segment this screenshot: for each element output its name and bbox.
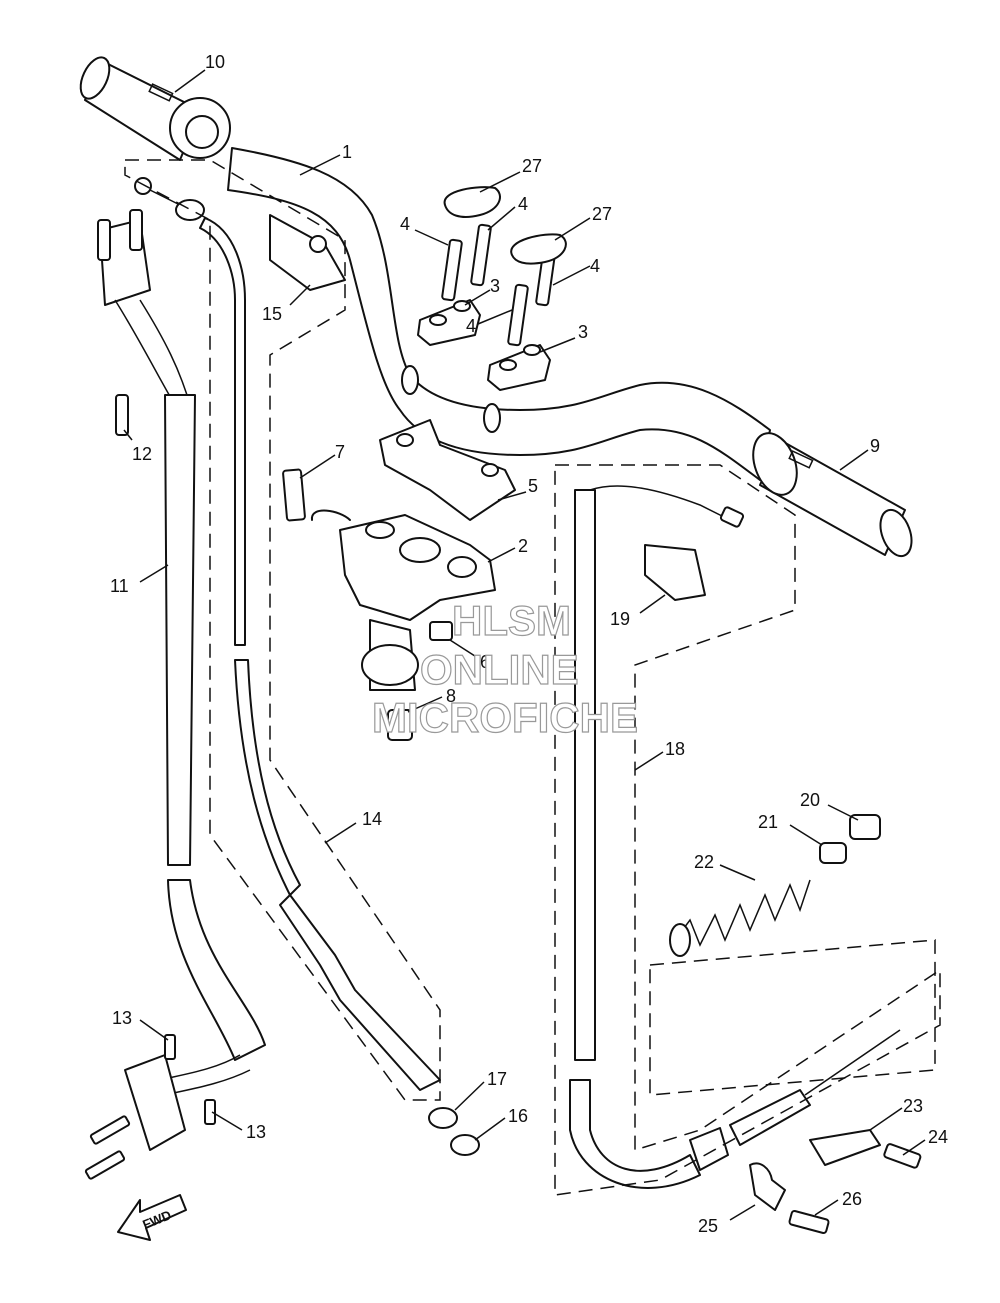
handlebar xyxy=(227,147,771,481)
watermark-line3: MICROFICHE xyxy=(372,694,638,741)
callout-17: 17 xyxy=(487,1069,507,1089)
holder-bolts xyxy=(441,223,557,347)
callout-23: 23 xyxy=(903,1096,923,1116)
holder-caps xyxy=(443,186,567,265)
callout-1: 1 xyxy=(342,142,352,162)
crown-nut-bolt xyxy=(282,468,453,741)
callout-4-a: 4 xyxy=(518,194,528,214)
callout-19: 19 xyxy=(610,609,630,629)
cover-19 xyxy=(644,544,706,601)
callout-8: 8 xyxy=(446,686,456,706)
callout-14: 14 xyxy=(362,809,382,829)
adjuster-17-16 xyxy=(428,1107,480,1156)
bolt-24 xyxy=(883,1143,922,1169)
fwd-arrow: FWD xyxy=(117,1194,187,1241)
throttle-cable-assembly xyxy=(84,209,266,1180)
callout-15: 15 xyxy=(262,304,282,324)
clamp-23 xyxy=(809,1129,881,1166)
upper-holder-right xyxy=(487,344,551,391)
bolt-26 xyxy=(788,1209,830,1235)
callout-16: 16 xyxy=(508,1106,528,1126)
callout-10: 10 xyxy=(205,52,225,72)
steering-crown xyxy=(311,509,496,691)
lower-holder xyxy=(379,419,516,521)
assembly-outlines xyxy=(124,159,941,1196)
watermark: HLSM ONLINE MICROFICHE xyxy=(371,596,638,741)
callout-27-mid: 27 xyxy=(592,204,612,224)
callout-24: 24 xyxy=(928,1127,948,1147)
cable-14 xyxy=(134,177,441,1091)
callout-4-d: 4 xyxy=(466,316,476,336)
watermark-line2: ONLINE xyxy=(420,646,579,693)
callout-27-top: 27 xyxy=(522,156,542,176)
throttle-cable-screws xyxy=(115,394,216,1125)
callout-3-a: 3 xyxy=(490,276,500,296)
left-grip xyxy=(79,56,231,161)
callout-9: 9 xyxy=(870,436,880,456)
callout-numbers: 10 1 27 4 27 4 4 3 4 3 15 12 7 9 5 2 19 … xyxy=(110,52,948,1236)
cable-18 xyxy=(569,485,901,1189)
callout-7: 7 xyxy=(335,442,345,462)
callout-22: 22 xyxy=(694,852,714,872)
watermark-line1: HLSM xyxy=(452,597,571,644)
callout-20: 20 xyxy=(800,790,820,810)
callout-13-top: 13 xyxy=(112,1008,132,1028)
leader-lines xyxy=(123,69,926,1221)
adjusters-20-21 xyxy=(819,814,881,864)
lever-cover-15 xyxy=(269,214,346,291)
callout-18: 18 xyxy=(665,739,685,759)
callout-25: 25 xyxy=(698,1216,718,1236)
callout-26: 26 xyxy=(842,1189,862,1209)
callout-2: 2 xyxy=(518,536,528,556)
callout-5: 5 xyxy=(528,476,538,496)
clip-25 xyxy=(749,1162,786,1211)
callout-11: 11 xyxy=(110,576,129,596)
callout-4-b: 4 xyxy=(400,214,410,234)
spring-22 xyxy=(669,879,811,957)
right-grip xyxy=(752,432,913,558)
callout-3-b: 3 xyxy=(578,322,588,342)
callout-13-bottom: 13 xyxy=(246,1122,266,1142)
callout-12: 12 xyxy=(132,444,152,464)
callout-4-c: 4 xyxy=(590,256,600,276)
callout-6: 6 xyxy=(480,652,490,672)
callout-21: 21 xyxy=(758,812,778,832)
upper-holder-left xyxy=(417,299,481,346)
